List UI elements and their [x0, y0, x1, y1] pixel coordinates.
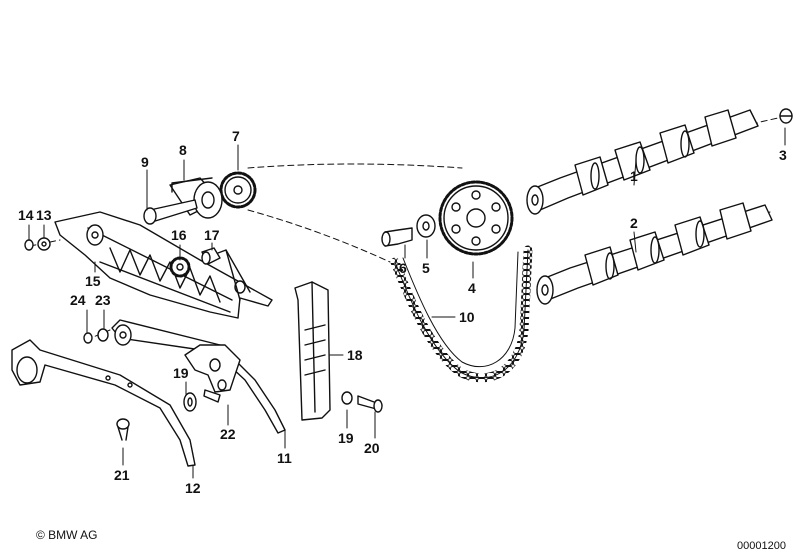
- shaft-part-8: [169, 177, 223, 219]
- label-11: 11: [277, 450, 292, 466]
- bolt-part-21: [116, 418, 130, 441]
- document-number: 00001200: [737, 540, 786, 552]
- washer-part-14: [24, 239, 34, 251]
- label-20: 20: [364, 440, 380, 456]
- tensioner-rail-12: [11, 339, 196, 467]
- label-10: 10: [459, 309, 475, 325]
- label-22: 22: [220, 426, 236, 442]
- washer-part-19-left: [183, 392, 197, 412]
- label-16: 16: [171, 227, 187, 243]
- guide-rail-15: [54, 211, 273, 319]
- label-7: 7: [232, 128, 240, 144]
- label-19-right: 19: [338, 430, 354, 446]
- camshaft-lower: [536, 202, 773, 305]
- small-sprocket: [219, 171, 257, 209]
- washer-part-19-right: [341, 391, 353, 405]
- label-18: 18: [347, 347, 363, 363]
- label-14: 14: [18, 207, 34, 223]
- label-3: 3: [779, 147, 787, 163]
- label-17: 17: [204, 227, 220, 243]
- washer-part-23: [97, 328, 109, 342]
- label-5: 5: [422, 260, 430, 276]
- camshaft-sprocket: [438, 180, 514, 256]
- camshaft-upper: [526, 109, 759, 215]
- bolt-part-6: [381, 227, 413, 247]
- label-24: 24: [70, 292, 86, 308]
- small-gear-16: [169, 256, 191, 278]
- timing-chain: [390, 245, 533, 383]
- chain-guide-11: [111, 319, 286, 434]
- leader-lines: [28, 127, 786, 479]
- bushing-part-17: [201, 247, 251, 301]
- label-2: 2: [630, 215, 638, 231]
- washer-part-13: [37, 237, 51, 251]
- washer-part-24: [83, 332, 93, 344]
- label-1: 1: [630, 168, 638, 184]
- label-9: 9: [141, 154, 149, 170]
- label-8: 8: [179, 142, 187, 158]
- label-13: 13: [36, 207, 52, 223]
- washer-part-5: [416, 214, 436, 238]
- label-23: 23: [95, 292, 111, 308]
- part-labels: 1 2 3 4 5 6 7 8 9 10 11 12 13 14 15 16 1…: [18, 128, 787, 496]
- label-15: 15: [85, 273, 101, 289]
- label-4: 4: [468, 280, 476, 296]
- label-21: 21: [114, 467, 130, 483]
- tensioner-housing-18: [294, 281, 331, 421]
- label-19-left: 19: [173, 365, 189, 381]
- label-6: 6: [399, 260, 407, 276]
- bolt-part-20: [357, 395, 383, 413]
- label-12: 12: [185, 480, 201, 496]
- tensioner-lever-22: [184, 344, 241, 403]
- plug-part-3: [779, 108, 793, 124]
- bolt-part-9: [143, 199, 198, 225]
- copyright-text: © BMW AG: [36, 528, 98, 542]
